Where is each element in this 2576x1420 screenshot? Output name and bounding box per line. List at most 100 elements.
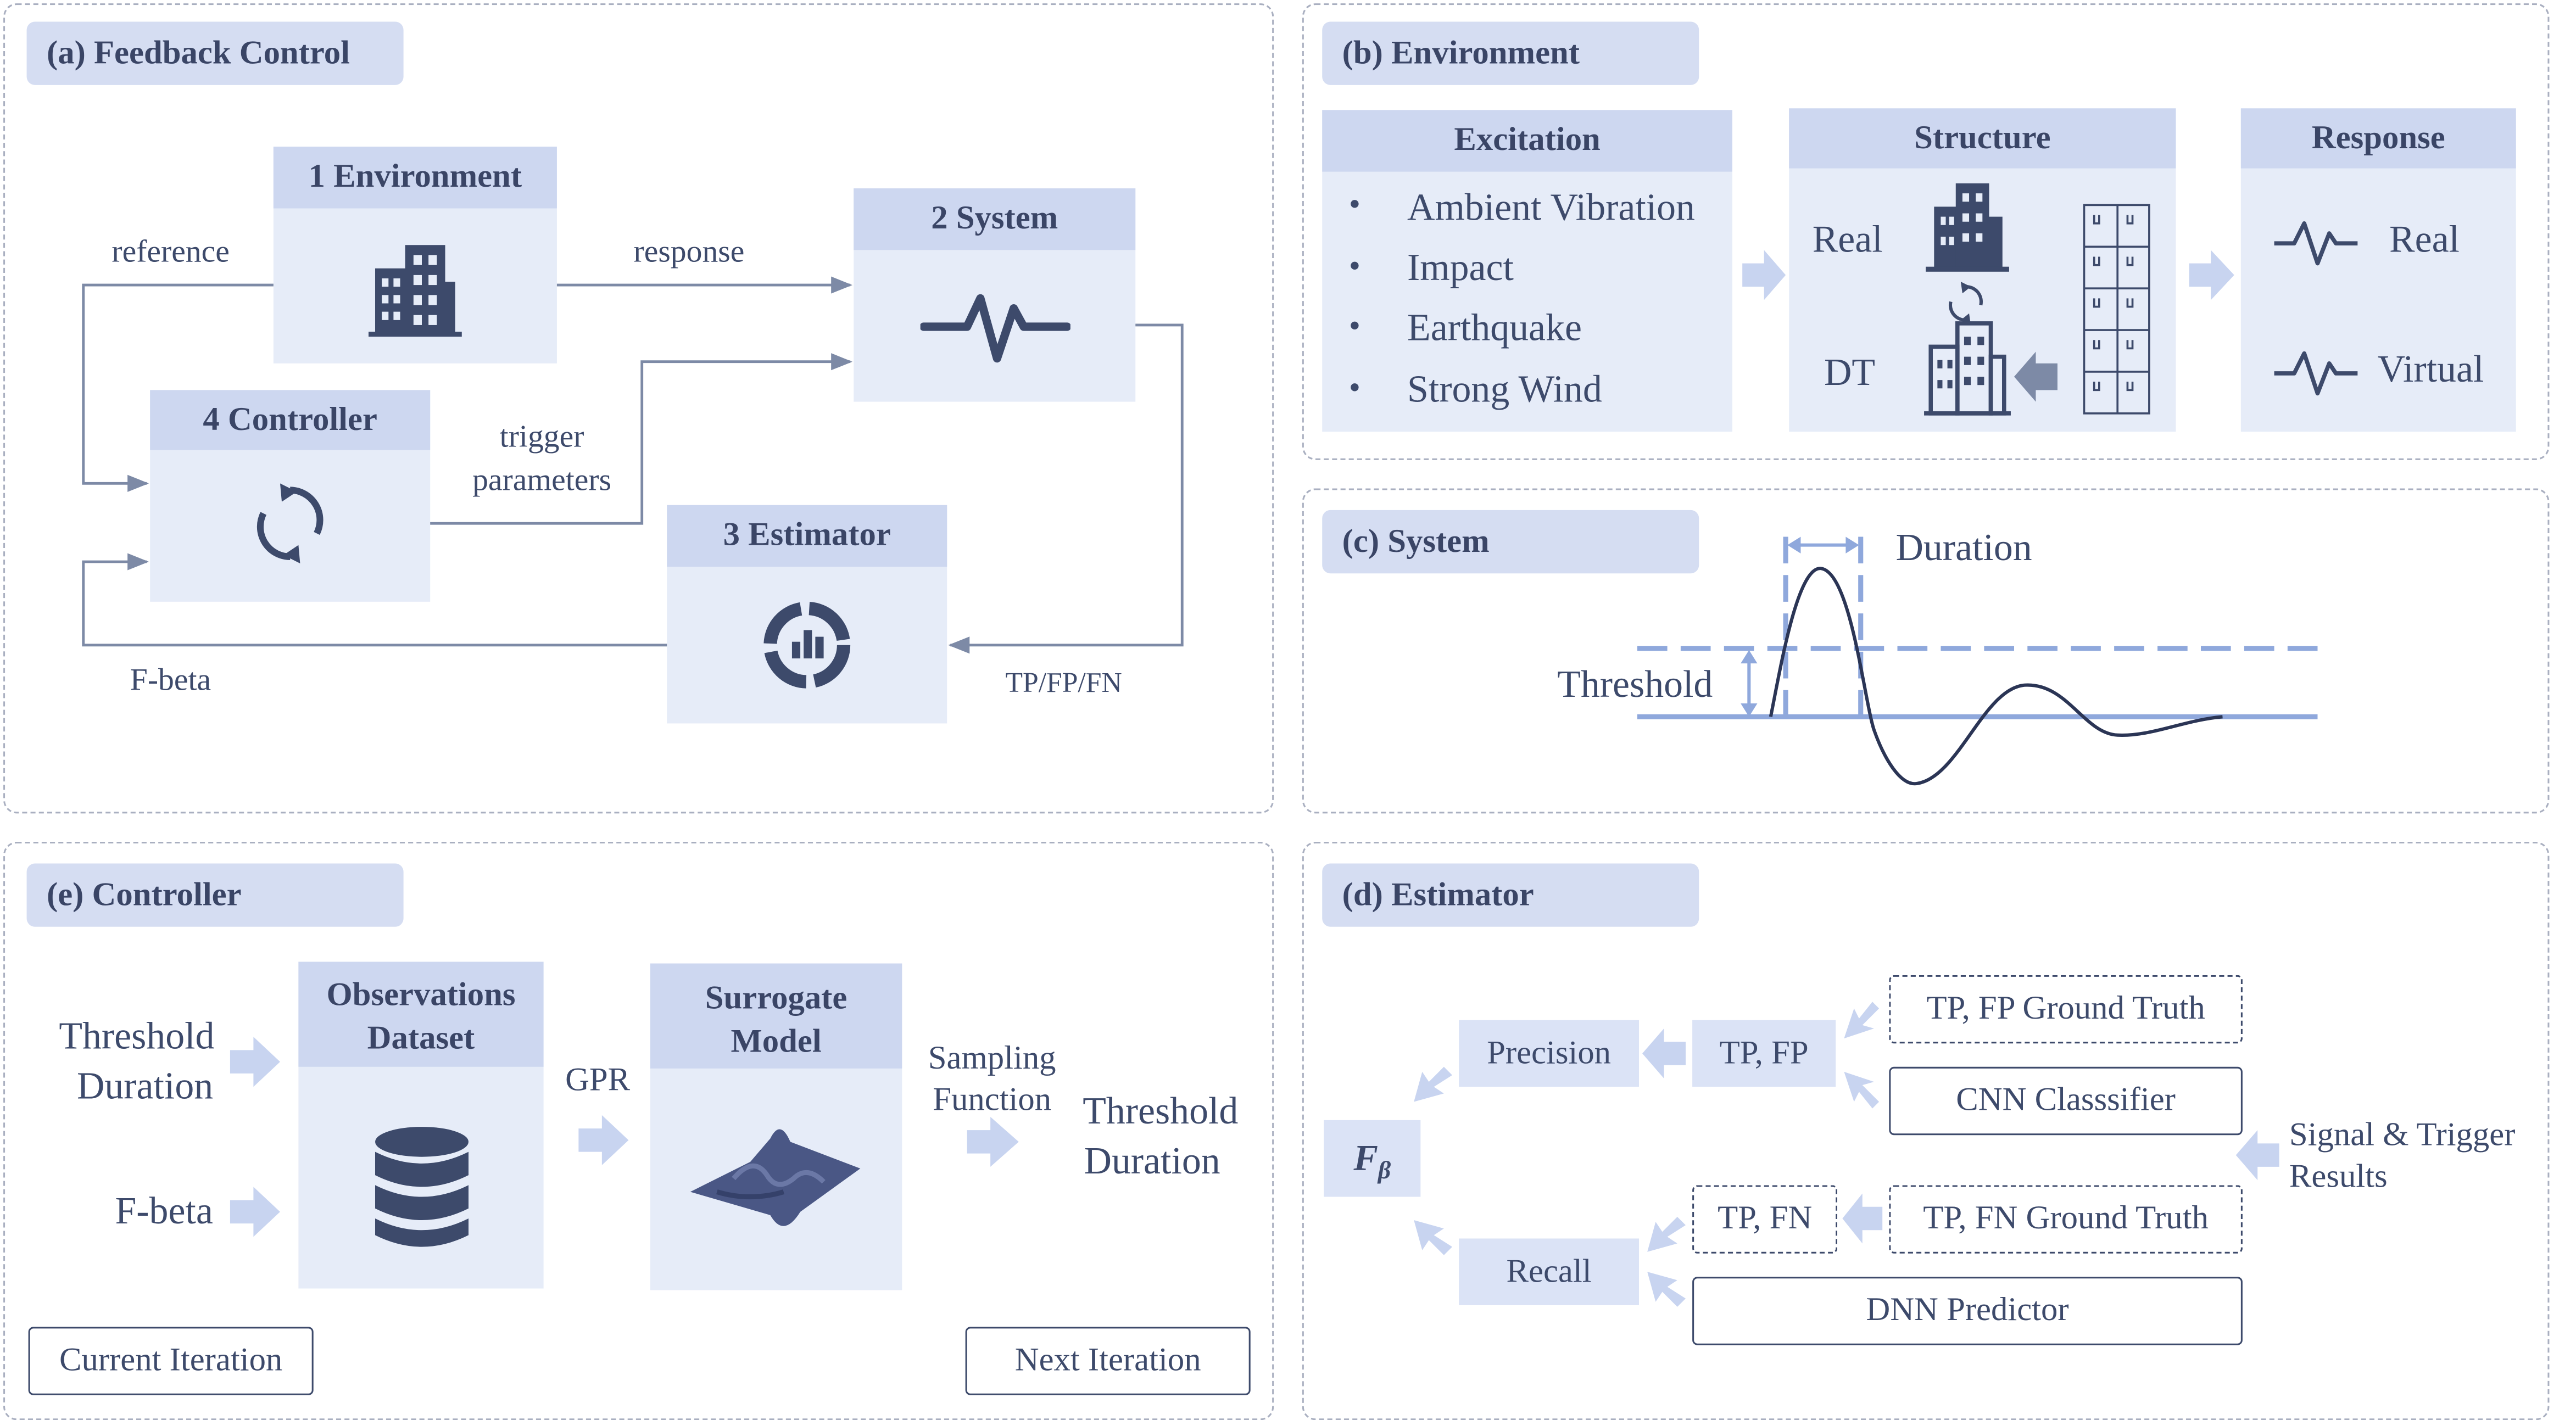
- panel-d-title: (d) Estimator: [1322, 863, 1699, 927]
- pulse-icon: [2274, 221, 2358, 266]
- bullet-2: •: [1348, 248, 1361, 286]
- excitation-item: Strong Wind: [1407, 368, 1602, 410]
- panel-b-title: (b) Environment: [1322, 21, 1699, 85]
- response-header: Response: [2240, 108, 2516, 169]
- pulse-icon: [2274, 351, 2358, 396]
- tpfpfn-label: TP/FP/FN: [1005, 667, 1122, 698]
- structure-header: Structure: [1789, 108, 2176, 169]
- current-iteration-box: Current Iteration: [28, 1327, 314, 1395]
- cnn-classifier-box: CNN Classsifier: [1889, 1066, 2243, 1136]
- fbeta-symbol: F: [1353, 1137, 1378, 1179]
- bullet-4: •: [1348, 370, 1361, 407]
- signal-trigger-label-1: Signal & Trigger: [2289, 1116, 2516, 1154]
- refresh-icon: [1949, 282, 1983, 325]
- response-real-label: Real: [2389, 218, 2460, 260]
- duration-label: Duration: [1895, 527, 2032, 569]
- surrogate-box: Surrogate Model: [650, 963, 902, 1290]
- excitation-item: Ambient Vibration: [1407, 186, 1695, 228]
- precision-box: Precision: [1459, 1020, 1639, 1087]
- structure-frame-icon: [2083, 204, 2150, 415]
- duration-output-label: Duration: [1084, 1140, 1220, 1182]
- panel-a-title: (a) Feedback Control: [26, 21, 404, 85]
- signal-trigger-label-2: Results: [2289, 1158, 2388, 1195]
- panel-e-title: (e) Controller: [26, 863, 404, 927]
- observations-label-1: Observations: [326, 976, 516, 1014]
- environment-label: 1 Environment: [273, 147, 557, 209]
- building-outline-icon: [1924, 321, 2011, 416]
- arrow-left-up-light: [1414, 1220, 1453, 1255]
- excitation-item: Earthquake: [1407, 306, 1582, 349]
- donut-chart-icon: [763, 601, 851, 689]
- arrow-left-down-light: [1844, 1002, 1880, 1039]
- estimator-label: 3 Estimator: [667, 505, 947, 567]
- fbeta-box: Fβ: [1324, 1120, 1421, 1197]
- arrow-right-light: [578, 1115, 629, 1165]
- tpfn-box: TP, FN: [1692, 1185, 1838, 1254]
- estimator-box: 3 Estimator: [667, 505, 947, 724]
- system-box: 2 System: [854, 188, 1136, 402]
- structure-dt-label: DT: [1824, 351, 1876, 394]
- arrow-left-up-light: [1844, 1071, 1880, 1109]
- signal-waveform: [1769, 567, 2223, 786]
- duration-input-label: Duration: [76, 1065, 214, 1107]
- observations-box: Observations Dataset: [298, 961, 544, 1289]
- observations-label-2: Dataset: [367, 1020, 475, 1057]
- bullet-1: •: [1348, 186, 1361, 223]
- controller-box: 4 Controller: [150, 390, 431, 602]
- reference-label: reference: [111, 235, 230, 270]
- panel-e-arrows: [230, 1037, 1019, 1237]
- response-label: response: [633, 235, 745, 270]
- arrow-left-light: [1642, 1028, 1686, 1079]
- tpfp-ground-truth-box: TP, FP Ground Truth: [1889, 975, 2243, 1044]
- panel-c-title: (c) System: [1322, 510, 1699, 574]
- arrow-right-light: [967, 1116, 1019, 1167]
- building-icon: [1926, 183, 2009, 272]
- excitation-item: Impact: [1407, 247, 1514, 289]
- arrow-left-down-light: [1647, 1216, 1686, 1252]
- excitation-box: Excitation • Ambient Vibration • Impact …: [1322, 110, 1732, 432]
- threshold-label: Threshold: [1557, 663, 1713, 706]
- surface-plot-icon: [690, 1129, 861, 1226]
- excitation-header: Excitation: [1322, 110, 1732, 172]
- arrow-right-light: [1742, 250, 1786, 300]
- environment-box: 1 Environment: [273, 147, 557, 364]
- building-icon: [368, 245, 462, 337]
- refresh-icon: [257, 483, 324, 564]
- sampling-label-1: Sampling: [928, 1040, 1056, 1077]
- tpfp-box: TP, FP: [1692, 1020, 1836, 1087]
- system-label: 2 System: [854, 188, 1136, 250]
- fbeta-input-label: F-beta: [115, 1190, 213, 1232]
- recall-box: Recall: [1459, 1238, 1639, 1305]
- fbeta-subscript: β: [1378, 1158, 1391, 1186]
- observations-header: Observations Dataset: [298, 961, 544, 1067]
- panel-feedback-control: [3, 3, 1274, 814]
- surrogate-label-1: Surrogate: [705, 980, 847, 1017]
- surrogate-header: Surrogate Model: [650, 963, 902, 1069]
- bullet-3: •: [1348, 308, 1361, 345]
- arrow-left-up-light: [1647, 1272, 1686, 1307]
- response-virtual-label: Virtual: [2377, 348, 2484, 390]
- trigger-label: trigger: [499, 420, 584, 455]
- arrow-left-light: [2235, 1130, 2279, 1181]
- arrow-right-light: [230, 1187, 280, 1237]
- threshold-output-label: Threshold: [1083, 1090, 1239, 1132]
- next-iteration-box: Next Iteration: [965, 1327, 1251, 1395]
- fbeta-label: F-beta: [130, 663, 211, 698]
- arrow-left-light: [1842, 1193, 1883, 1244]
- panel-a-connectors: [82, 276, 1184, 654]
- arrow-left-down-light: [1414, 1066, 1453, 1102]
- parameters-label: parameters: [472, 463, 612, 499]
- arrow-right-light: [230, 1037, 280, 1087]
- threshold-input-label: Threshold: [59, 1015, 215, 1057]
- response-box: Response Real Virtual: [2240, 108, 2516, 432]
- database-icon: [375, 1127, 469, 1247]
- dnn-predictor-box: DNN Predictor: [1692, 1277, 2243, 1345]
- structure-real-label: Real: [1812, 218, 1883, 260]
- pulse-icon: [920, 294, 1070, 363]
- tpfn-ground-truth-box: TP, FN Ground Truth: [1889, 1185, 2243, 1254]
- gpr-label: GPR: [565, 1061, 631, 1099]
- sampling-label-2: Function: [933, 1082, 1052, 1119]
